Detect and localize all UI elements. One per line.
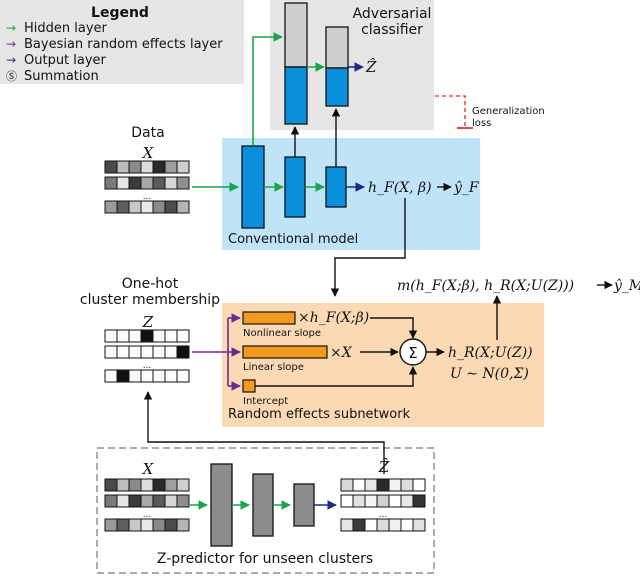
onehot-ellipsis: ... — [143, 361, 152, 371]
intercept-to-sum-line — [255, 366, 418, 387]
final-prediction: ŷ_M — [613, 277, 640, 294]
legend-item-summation: Ⓢ Summation — [6, 69, 99, 84]
adversarial-layer-2-bottom — [325, 67, 349, 107]
generalization-loss-line2: loss — [472, 118, 491, 129]
conv-layer-1 — [241, 145, 265, 229]
summation-node-symbol: Σ — [408, 344, 417, 362]
conv-to-adv-arrow — [252, 32, 283, 146]
linear-slope-bar — [242, 345, 328, 359]
onehot-row-3 — [104, 369, 190, 383]
adversarial-layer-2-top — [325, 26, 349, 69]
conventional-model-label: Conventional model — [228, 232, 358, 247]
random-effects-label: Random effects subnetwork — [228, 407, 411, 422]
adversarial-title-line2: classifier — [361, 22, 423, 38]
conv-prediction: ŷ_F — [453, 179, 480, 196]
nonlinear-slope-expr: ×h_F(X;β) — [298, 310, 369, 326]
zpred-output-matrix: ... — [340, 478, 426, 532]
zpred-x-label: X — [142, 460, 155, 478]
zpred-layer-1 — [210, 463, 233, 547]
data-row-1 — [104, 160, 190, 174]
adversarial-layer-1-bottom — [284, 66, 308, 125]
onehot-z-label: Z — [142, 313, 154, 331]
random-effects-distribution: U ∼ N(0,Σ) — [450, 366, 529, 382]
onehot-row-1 — [104, 329, 190, 343]
zpred-layer-2 — [252, 473, 274, 537]
legend-label: Summation — [24, 69, 99, 84]
summation-symbol-icon: Ⓢ — [6, 70, 17, 83]
zpred-output-row-2 — [340, 494, 426, 508]
generalization-loss-line1: Generalization — [472, 106, 545, 117]
legend-item-hidden-layer: → Hidden layer — [6, 21, 108, 36]
data-matrix: ... — [104, 160, 190, 214]
linear-slope-label: Linear slope — [243, 362, 304, 373]
legend-label: Output layer — [24, 53, 107, 68]
legend-item-bayesian-layer: → Bayesian random effects layer — [6, 37, 223, 52]
z-predictor-panel — [96, 447, 435, 574]
zpred-input-row-2 — [104, 494, 190, 508]
zpred-z-label: Ẑ — [378, 458, 390, 476]
data-row-3 — [104, 200, 190, 214]
data-row-2 — [104, 176, 190, 190]
conv-layer-3 — [325, 166, 347, 208]
legend-label: Hidden layer — [24, 21, 108, 36]
data-title: Data — [131, 125, 164, 141]
legend-arrow-icon: → — [6, 53, 16, 67]
nonlinear-slope-bar — [242, 311, 296, 325]
nonlinear-to-sum-line — [370, 317, 418, 339]
conv-layer-2 — [284, 156, 306, 218]
intercept-bar — [242, 379, 256, 393]
legend-arrow-icon: → — [6, 21, 16, 35]
adversarial-layer-1-top — [284, 2, 308, 68]
random-effects-output-expr: h_R(X;U(Z)) — [448, 345, 533, 361]
conventional-panel — [222, 138, 480, 250]
data-ellipsis: ... — [143, 192, 152, 202]
legend-panel — [0, 0, 244, 84]
onehot-row-2 — [104, 345, 190, 359]
hf-to-combine-line — [330, 198, 406, 297]
linear-slope-expr: ×X — [330, 345, 353, 361]
zpred-output-ellipsis: ... — [379, 510, 388, 520]
onehot-matrix: ... — [104, 329, 190, 383]
zpred-input-row-3 — [104, 518, 190, 532]
onehot-title-line1: One-hot — [122, 276, 179, 292]
onehot-title-line2: cluster membership — [80, 292, 220, 308]
zpred-input-matrix: ... — [104, 478, 190, 532]
intercept-label: Intercept — [243, 396, 288, 407]
adversarial-title-line1: Adversarial — [353, 6, 432, 22]
zpred-input-ellipsis: ... — [143, 510, 152, 520]
adversarial-output-label: Ẑ — [365, 58, 377, 76]
z-predictor-label: Z-predictor for unseen clusters — [157, 551, 373, 567]
legend-item-output-layer: → Output layer — [6, 53, 107, 68]
zpred-output-row-1 — [340, 478, 426, 492]
legend-title: Legend — [91, 5, 149, 21]
legend-arrow-icon: → — [6, 37, 16, 51]
nonlinear-slope-label: Nonlinear slope — [243, 328, 321, 339]
zpred-output-row-3 — [340, 518, 426, 532]
zpred-to-onehot-line — [143, 391, 385, 474]
data-x-label: X — [142, 144, 155, 162]
zpred-input-row-1 — [104, 478, 190, 492]
zpred-layer-3 — [293, 483, 315, 527]
legend-label: Bayesian random effects layer — [24, 37, 223, 52]
conv-output-expr: h_F(X, β) — [368, 180, 432, 196]
generalization-loss-connector — [435, 95, 473, 129]
final-output-expr: m(h_F(X;β), h_R(X;U(Z))) — [397, 278, 574, 294]
